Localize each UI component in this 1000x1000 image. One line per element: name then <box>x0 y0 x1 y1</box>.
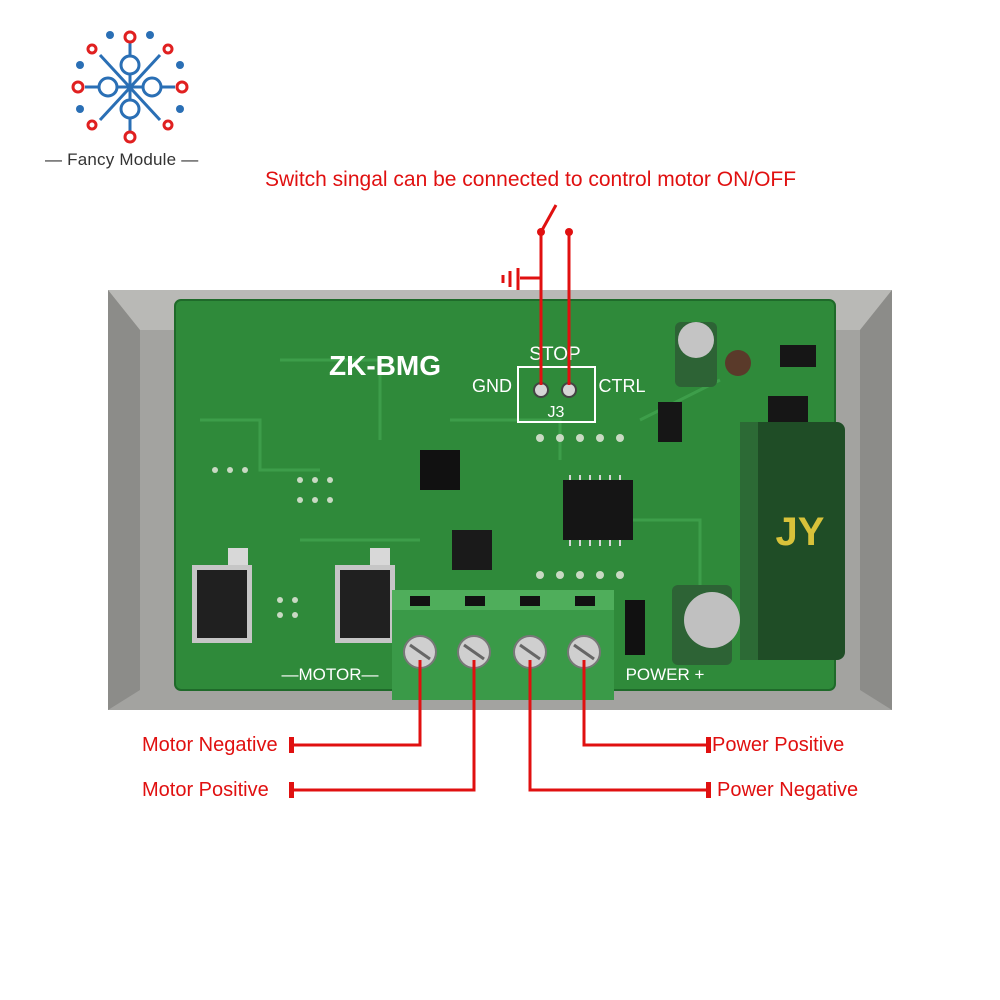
annotation-title: Switch singal can be connected to contro… <box>265 168 797 191</box>
switch-wiring <box>520 204 571 385</box>
capacitor-small-top <box>675 322 717 387</box>
mcu-chip <box>563 480 633 540</box>
board-model-label: ZK-BMG <box>329 350 441 381</box>
terminal-callouts <box>292 660 710 792</box>
brand-logo <box>60 25 200 150</box>
ground-icon <box>501 268 520 290</box>
j3-connector-label: J3 <box>548 404 565 421</box>
terminal-block <box>392 590 614 700</box>
ic-chip <box>420 450 460 490</box>
svg-text:JY: JY <box>776 510 825 554</box>
power-negative-label: Power Negative <box>717 779 859 801</box>
capacitor-large: JY <box>740 422 845 660</box>
power-positive-label: Power Positive <box>712 734 845 756</box>
j3-stop-label: STOP <box>529 344 580 365</box>
motor-marking: —MOTOR— <box>282 665 379 684</box>
power-marking: POWER + <box>626 665 705 684</box>
capacitor-small-bottom <box>672 585 740 665</box>
mosfet-right <box>335 548 395 643</box>
j3-gnd-label: GND <box>472 376 512 396</box>
j3-ctrl-label: CTRL <box>598 376 645 396</box>
mosfet-left <box>192 548 252 643</box>
circuit-logo-icon <box>71 30 189 144</box>
brand-name: — Fancy Module — <box>45 150 199 169</box>
motor-positive-label: Motor Positive <box>142 779 269 801</box>
motor-negative-label: Motor Negative <box>142 734 278 756</box>
